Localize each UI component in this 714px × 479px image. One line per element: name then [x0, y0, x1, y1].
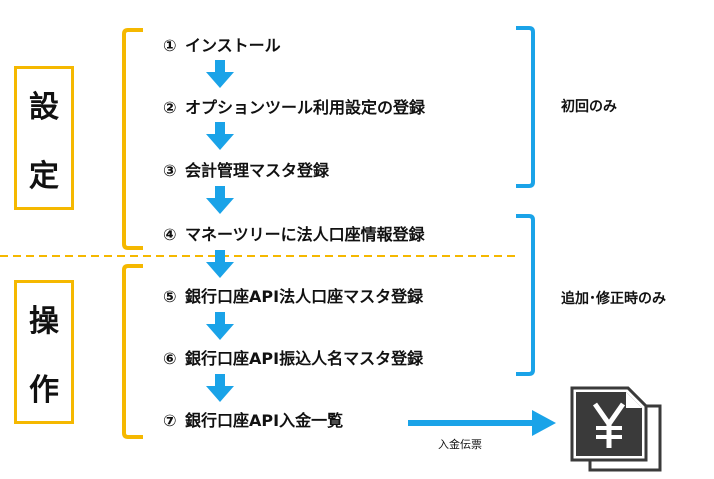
- output-label: 入金伝票: [438, 438, 482, 451]
- settings-char-2: 定: [29, 158, 59, 194]
- output-arrow: [408, 410, 556, 436]
- settings-section-label: 設 定: [14, 66, 74, 210]
- operation-char-1: 操: [29, 303, 59, 339]
- arrow-5-6: [206, 312, 234, 340]
- step-2-label: オプションツール利用設定の登録: [185, 98, 426, 117]
- step-4-label: マネーツリーに法人口座情報登録: [185, 225, 425, 244]
- step-3-label: 会計管理マスタ登録: [185, 161, 330, 180]
- step-6: ⑥ 銀行口座API振込人名マスタ登録: [163, 349, 423, 369]
- arrow-2-3: [206, 122, 234, 150]
- step-6-label: 銀行口座API振込人名マスタ登録: [185, 349, 424, 368]
- operation-section-label: 操 作: [14, 280, 74, 424]
- step-1: ① インストール: [163, 36, 281, 56]
- step-7-label: 銀行口座API入金一覧: [185, 411, 344, 430]
- settings-char-1: 設: [29, 89, 59, 125]
- step-7-number: ⑦: [163, 411, 177, 430]
- arrow-4-5: [206, 250, 234, 278]
- operation-bracket: [122, 264, 143, 439]
- step-5-label: 銀行口座API法人口座マスタ登録: [185, 287, 424, 306]
- flow-arrows: [206, 60, 234, 402]
- step-4: ④ マネーツリーに法人口座情報登録: [163, 225, 425, 245]
- step-7: ⑦ 銀行口座API入金一覧: [163, 411, 343, 431]
- step-6-number: ⑥: [163, 349, 177, 368]
- step-3: ③ 会計管理マスタ登録: [163, 161, 329, 181]
- arrow-6-7: [206, 374, 234, 402]
- settings-bracket: [122, 28, 143, 250]
- first-time-bracket: [516, 26, 535, 188]
- yen-document-icon: [570, 386, 662, 472]
- step-2: ② オプションツール利用設定の登録: [163, 98, 425, 118]
- step-5-number: ⑤: [163, 287, 177, 306]
- step-1-label: インストール: [185, 36, 281, 55]
- step-2-number: ②: [163, 98, 177, 117]
- step-3-number: ③: [163, 161, 177, 180]
- arrow-1-2: [206, 60, 234, 88]
- add-modify-only-note: 追加･修正時のみ: [561, 291, 666, 307]
- operation-char-2: 作: [29, 372, 59, 408]
- step-5: ⑤ 銀行口座API法人口座マスタ登録: [163, 287, 423, 307]
- arrow-3-4: [206, 186, 234, 214]
- step-4-number: ④: [163, 225, 177, 244]
- add-modify-bracket: [516, 214, 535, 376]
- step-1-number: ①: [163, 36, 177, 55]
- first-time-only-note: 初回のみ: [561, 99, 617, 115]
